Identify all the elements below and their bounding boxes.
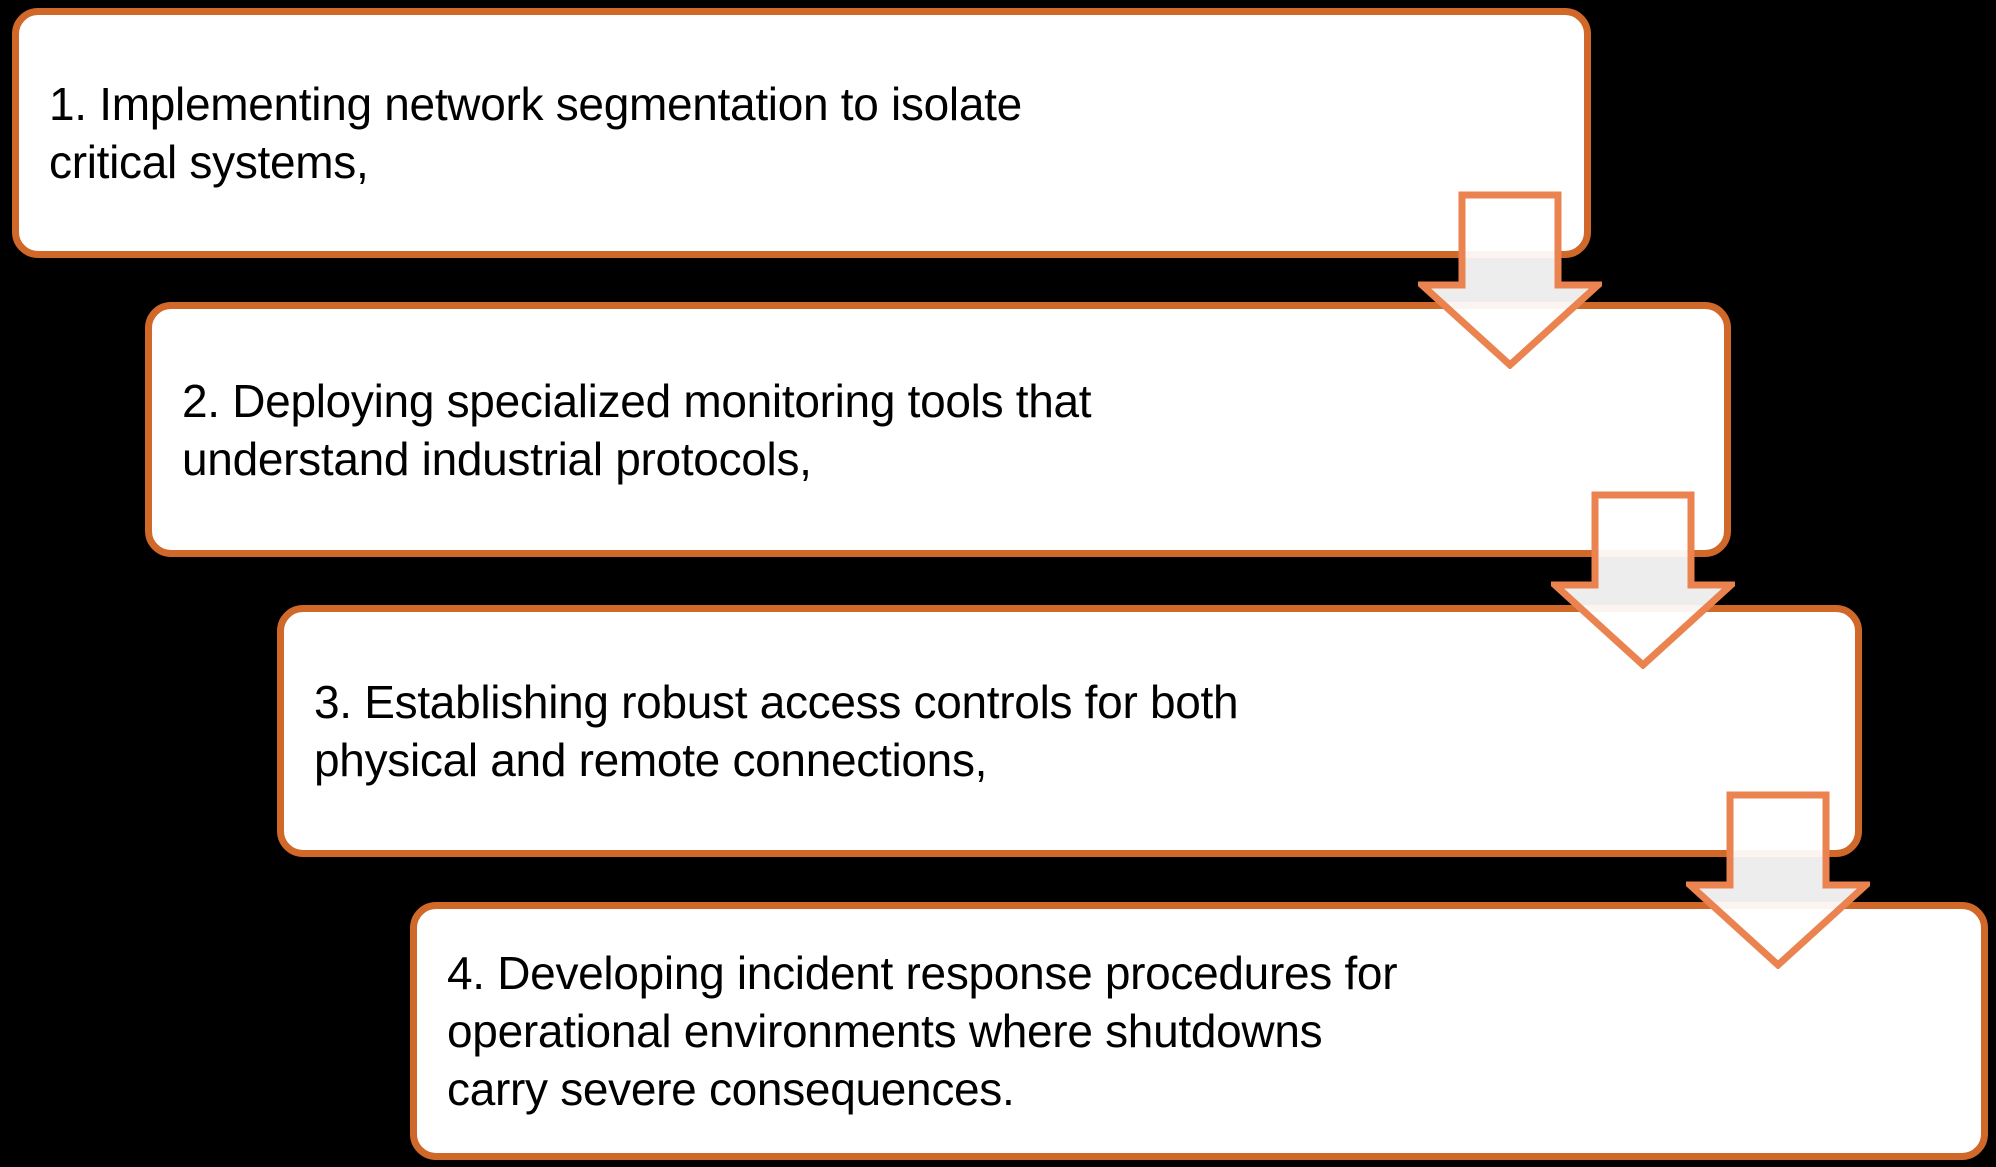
- step-box-3: 3. Establishing robust access controls f…: [277, 605, 1862, 857]
- step-text-4: 4. Developing incident response procedur…: [447, 947, 1398, 1115]
- step-box-4: 4. Developing incident response procedur…: [410, 902, 1988, 1160]
- step-box-1: 1. Implementing network segmentation to …: [12, 8, 1591, 258]
- step-text-3: 3. Establishing robust access controls f…: [314, 676, 1239, 786]
- step-text-1: 1. Implementing network segmentation to …: [49, 78, 1022, 188]
- down-arrow-icon: [1418, 191, 1602, 369]
- step-text-2: 2. Deploying specialized monitoring tool…: [182, 374, 1092, 485]
- step-box-2: 2. Deploying specialized monitoring tool…: [145, 302, 1731, 557]
- down-arrow-icon: [1686, 791, 1870, 969]
- down-arrow-icon: [1551, 491, 1735, 669]
